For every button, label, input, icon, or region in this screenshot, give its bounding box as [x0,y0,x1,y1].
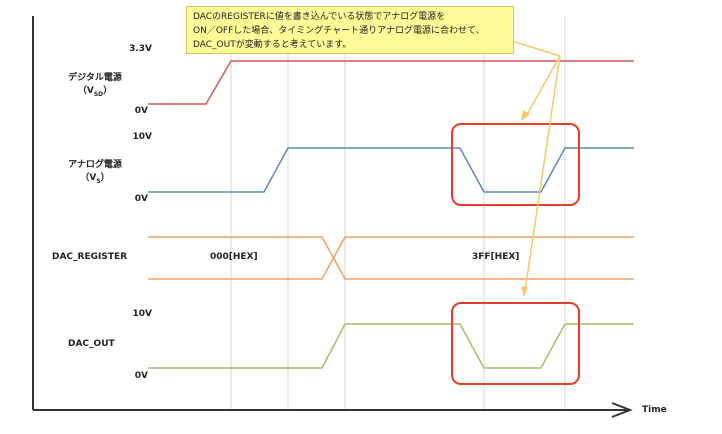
highlight-box-dac-out [451,302,580,385]
register-value-after: 3FF[HEX] [472,252,520,262]
dac-out-waveform [148,323,634,369]
digital-supply-symbol: （VSD） [55,83,135,98]
analog-supply-symbol: （VS） [55,170,135,185]
register-label: DAC_REGISTER [52,252,128,262]
analog-symbol-close: ） [100,173,110,183]
register-bus-bottom [148,236,634,280]
analog-symbol-open: （V [80,173,97,183]
analog-low-level: 0V [134,194,148,204]
digital-supply-name: デジタル電源 [68,73,122,83]
callout-arrow-head [521,286,528,297]
digital-supply-waveform [148,60,634,105]
analog-supply-waveform [148,147,634,193]
dac-out-low-level: 0V [134,371,148,381]
highlight-box-analog [451,123,580,206]
callout-line-1: DACのREGISTERに値を書き込んでいる状態でアナログ電源を [193,12,446,22]
analog-supply-label: アナログ電源 （VS） [55,157,135,185]
analog-supply-name: アナログ電源 [68,160,122,170]
callout-line-2: ON／OFFした場合、タイミングチャート通りアナログ電源に合わせて、 [193,26,485,36]
callout-arrow-line [524,55,561,119]
digital-symbol-open: （V [77,86,94,96]
analog-symbol-sub: S [96,177,101,185]
callout-arrow-head [521,110,530,121]
digital-high-level: 3.3V [129,44,152,54]
callout-line-3: DAC_OUTが変動すると考えています。 [193,40,352,50]
callout-arrow-line [511,40,561,57]
dac-out-label: DAC_OUT [68,339,115,349]
digital-low-level: 0V [134,106,148,116]
dac-out-high-level: 10V [132,309,153,319]
time-axis-label: Time [642,405,667,415]
digital-symbol-sub: SD [93,90,104,98]
time-arrow-head [611,402,633,418]
analog-high-level: 10V [132,132,153,142]
register-value-before: 000[HEX] [210,252,258,262]
callout-note: DACのREGISTERに値を書き込んでいる状態でアナログ電源を ON／OFFし… [186,6,514,54]
digital-supply-label: デジタル電源 （VSD） [55,70,135,98]
digital-symbol-close: ） [103,86,113,96]
callout-arrow-line [524,55,561,292]
